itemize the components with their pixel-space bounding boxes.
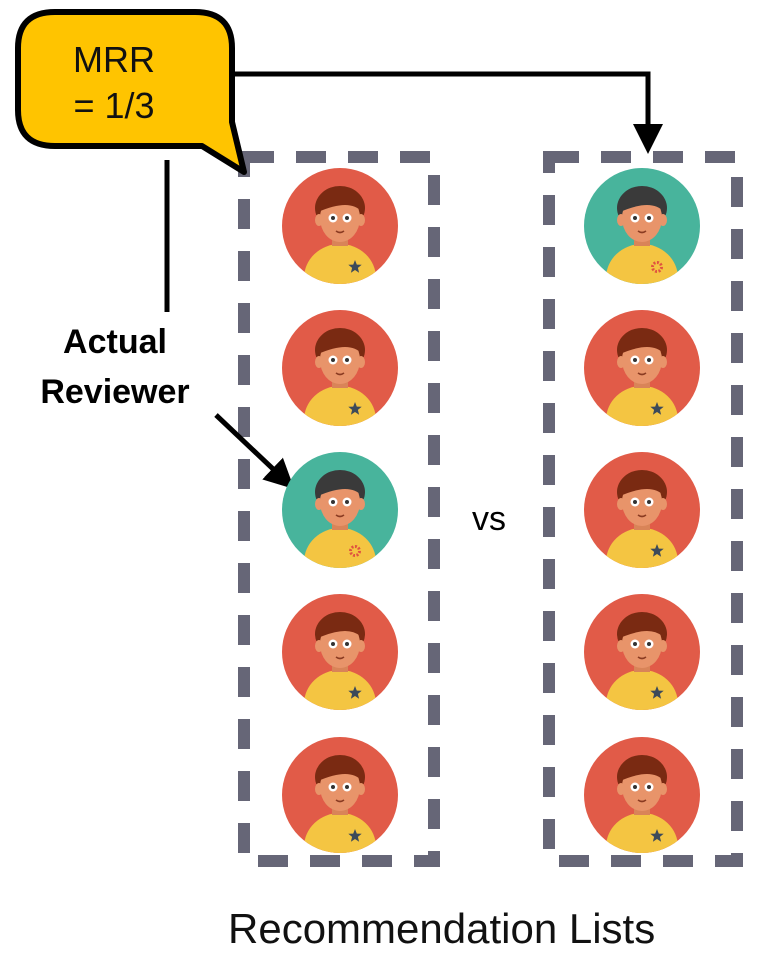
left-list-border (238, 151, 440, 867)
reviewer-avatar (584, 594, 700, 710)
star-badge-icon (650, 402, 664, 415)
star-badge-icon (348, 402, 362, 415)
reviewer-avatar (584, 452, 700, 568)
reviewer-avatar (282, 168, 398, 284)
star-badge-icon (650, 544, 664, 557)
reviewer-avatar (584, 310, 700, 426)
star-badge-icon (348, 686, 362, 699)
reviewer-avatar (282, 310, 398, 426)
vs-label: vs (472, 500, 506, 538)
label-to-avatar-arrow (214, 413, 295, 490)
actual-reviewer-label-line1: Actual (63, 323, 167, 361)
star-badge-icon (650, 686, 664, 699)
callout-value: = 1/3 (73, 85, 155, 126)
mrr-callout-bubble (15, 9, 247, 175)
actual-reviewer-avatar (282, 452, 398, 568)
star-badge-icon (348, 829, 362, 842)
actual-reviewer-avatar (584, 168, 700, 284)
caption: Recommendation Lists (228, 905, 656, 952)
reviewer-avatar (282, 594, 398, 710)
right-list-border (543, 151, 743, 867)
actual-reviewer-label-line2: Reviewer (40, 373, 190, 411)
callout-to-right-list-arrow (228, 71, 663, 154)
flower-badge-icon (651, 261, 663, 273)
flower-badge-icon (349, 545, 361, 557)
avatar-layer (282, 168, 700, 853)
star-badge-icon (650, 829, 664, 842)
reviewer-avatar (282, 737, 398, 853)
callout-title: MRR (73, 39, 155, 80)
star-badge-icon (348, 260, 362, 273)
reviewer-avatar (584, 737, 700, 853)
